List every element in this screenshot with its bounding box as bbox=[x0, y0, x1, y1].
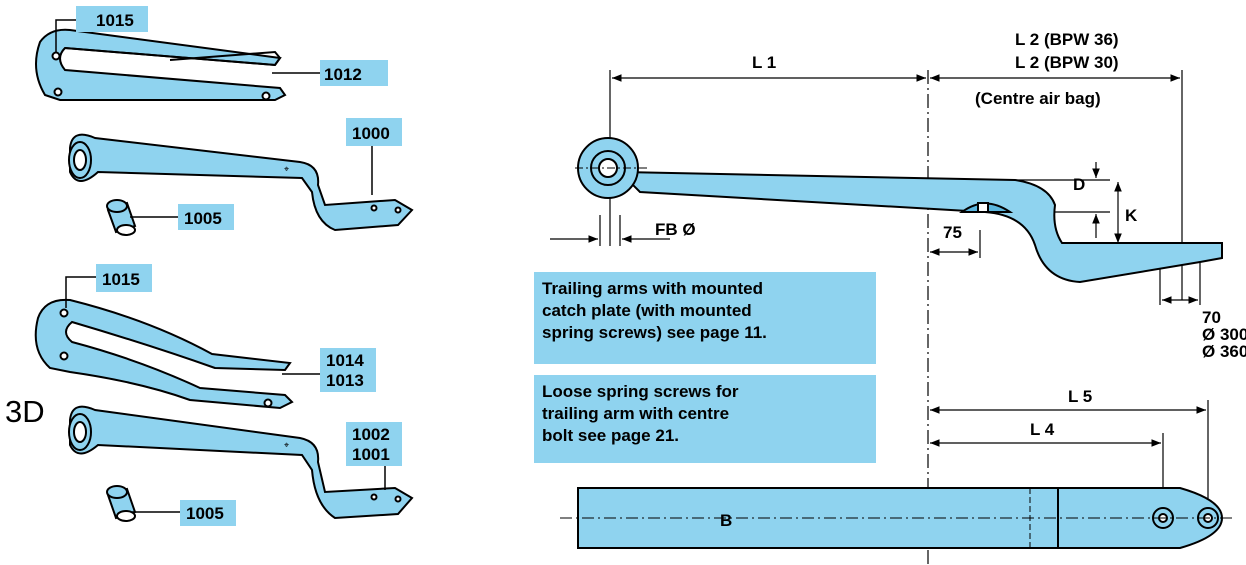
spring-leaf-assembly-bottom bbox=[34, 298, 294, 410]
trailing-arm-1001-1002: ⌖ bbox=[68, 405, 414, 520]
callout-1002: 1002 bbox=[352, 425, 390, 444]
note-catch-plate-line-2: catch plate (with mounted bbox=[542, 301, 752, 320]
dim-fb: FB Ø bbox=[655, 220, 696, 239]
note-catch-plate-line-1: Trailing arms with mounted bbox=[542, 279, 764, 298]
note-loose-screws-line-1: Loose spring screws for bbox=[542, 382, 739, 401]
callout-1001: 1001 bbox=[352, 445, 390, 464]
svg-text:⌖: ⌖ bbox=[284, 440, 289, 450]
svg-text:⌖: ⌖ bbox=[284, 164, 289, 174]
dim-l4: L 4 bbox=[1030, 420, 1055, 439]
dim-l5: L 5 bbox=[1068, 387, 1092, 406]
dim-k: K bbox=[1125, 206, 1138, 225]
dim-75: 75 bbox=[943, 223, 962, 242]
note-catch-plate: Trailing arms with mounted catch plate (… bbox=[534, 272, 876, 364]
side-view-arm bbox=[577, 137, 1223, 284]
dim-l2-bpw30: L 2 (BPW 30) bbox=[1015, 53, 1119, 72]
dim-dia300: Ø 300 bbox=[1202, 325, 1246, 344]
dim-l2-bpw36: L 2 (BPW 36) bbox=[1015, 30, 1119, 49]
callout-1005-bottom: 1005 bbox=[186, 504, 224, 523]
callout-1015-top: 1015 bbox=[96, 11, 134, 30]
note-loose-screws-line-3: bolt see page 21. bbox=[542, 426, 679, 445]
note-loose-screws: Loose spring screws for trailing arm wit… bbox=[534, 375, 876, 463]
callout-1013: 1013 bbox=[326, 371, 364, 390]
dim-dia360: Ø 360 bbox=[1202, 342, 1246, 361]
bushing-1005-bottom bbox=[106, 485, 137, 522]
bushing-1005-top bbox=[106, 199, 137, 236]
callout-1015-bottom: 1015 bbox=[102, 270, 140, 289]
callout-1000: 1000 bbox=[352, 124, 390, 143]
callout-boxes bbox=[76, 6, 402, 526]
dim-l1: L 1 bbox=[752, 53, 776, 72]
dim-d: D bbox=[1073, 175, 1085, 194]
note-loose-screws-line-2: trailing arm with centre bbox=[542, 404, 730, 423]
spring-leaf-assembly-top bbox=[35, 28, 287, 101]
dim-l2-note: (Centre air bag) bbox=[975, 89, 1101, 108]
variant-label-3d: 3D bbox=[5, 394, 45, 429]
callout-1005-top: 1005 bbox=[184, 209, 222, 228]
note-catch-plate-line-3: spring screws) see page 11. bbox=[542, 323, 767, 342]
dim-b: B bbox=[720, 511, 732, 530]
callout-1012: 1012 bbox=[324, 65, 362, 84]
callout-1014: 1014 bbox=[326, 351, 364, 370]
trailing-arm-1000: ⌖ bbox=[68, 133, 414, 232]
dim-70: 70 bbox=[1202, 308, 1221, 327]
